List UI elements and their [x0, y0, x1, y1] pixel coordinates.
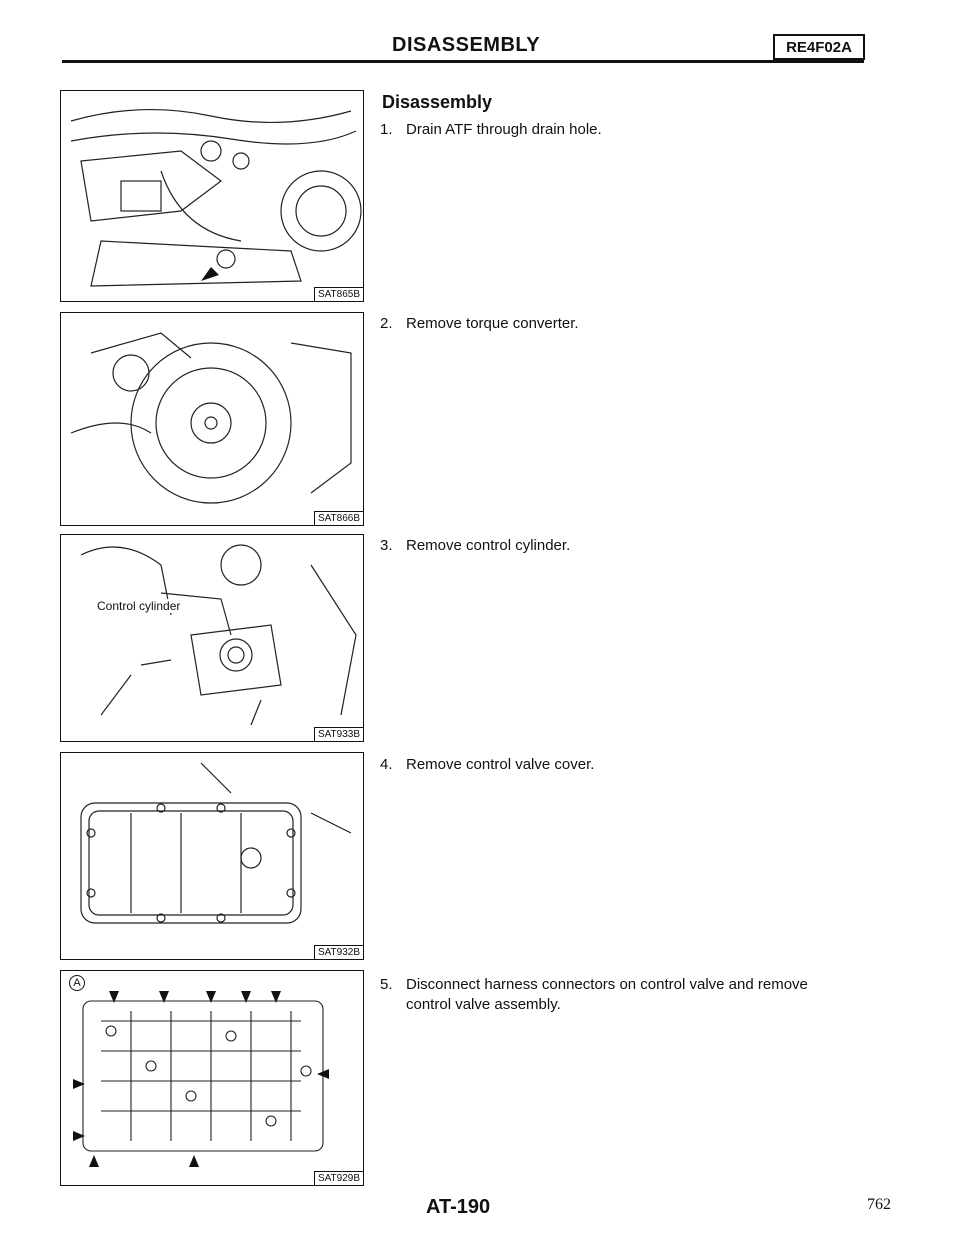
step-text: Remove control valve cover. — [406, 756, 595, 773]
control-cylinder-illustration — [80, 544, 357, 726]
figure-code: SAT933B — [313, 727, 363, 741]
figure-control-cylinder: Control cylinder SAT933B — [60, 534, 364, 742]
step-item: 2. Remove torque converter. — [380, 314, 860, 334]
step-item: 5. Disconnect harness connectors on contr… — [380, 975, 860, 1015]
header-code-box: RE4F02A — [773, 34, 865, 60]
step-number: 2. — [380, 315, 393, 332]
callout-a-label: A — [69, 975, 85, 991]
step-number: 5. — [380, 976, 393, 993]
header-rule — [62, 60, 864, 63]
torque-converter-illustration — [70, 332, 352, 504]
arrow-icon — [201, 267, 219, 281]
figure-control-valve-assembly: A SAT929B — [60, 970, 364, 1186]
figure-code: SAT866B — [313, 511, 363, 525]
step-item: 4. Remove control valve cover. — [380, 755, 860, 775]
figure-control-valve-cover: SAT932B — [60, 752, 364, 960]
step-item: 1. Drain ATF through drain hole. — [380, 120, 860, 140]
arrow-icon — [73, 991, 329, 1167]
step-number: 1. — [380, 121, 393, 138]
figure-torque-converter: SAT866B — [60, 312, 364, 526]
section-heading: Disassembly — [382, 92, 493, 112]
step-text: Disconnect harness connectors on control… — [406, 976, 808, 1013]
step-text: Remove torque converter. — [406, 315, 579, 332]
header-title: DISASSEMBLY — [392, 34, 541, 56]
step-text: Remove control cylinder. — [406, 537, 571, 554]
figure-drain-hole: SAT865B — [60, 90, 364, 302]
step-item: 3. Remove control cylinder. — [380, 536, 860, 556]
page-number: 762 — [867, 1196, 891, 1213]
step-number: 4. — [380, 756, 393, 773]
step-number: 3. — [380, 537, 393, 554]
figure-code: SAT932B — [313, 945, 363, 959]
control-valve-cover-illustration — [80, 762, 352, 924]
drain-hole-illustration — [70, 108, 362, 287]
control-valve-assembly-illustration — [73, 991, 329, 1167]
control-cylinder-label: Control cylinder — [95, 599, 183, 613]
figure-code: SAT865B — [313, 287, 363, 301]
step-text: Drain ATF through drain hole. — [406, 121, 602, 138]
figure-code: SAT929B — [313, 1171, 363, 1185]
footer-section-code: AT-190 — [426, 1196, 491, 1218]
